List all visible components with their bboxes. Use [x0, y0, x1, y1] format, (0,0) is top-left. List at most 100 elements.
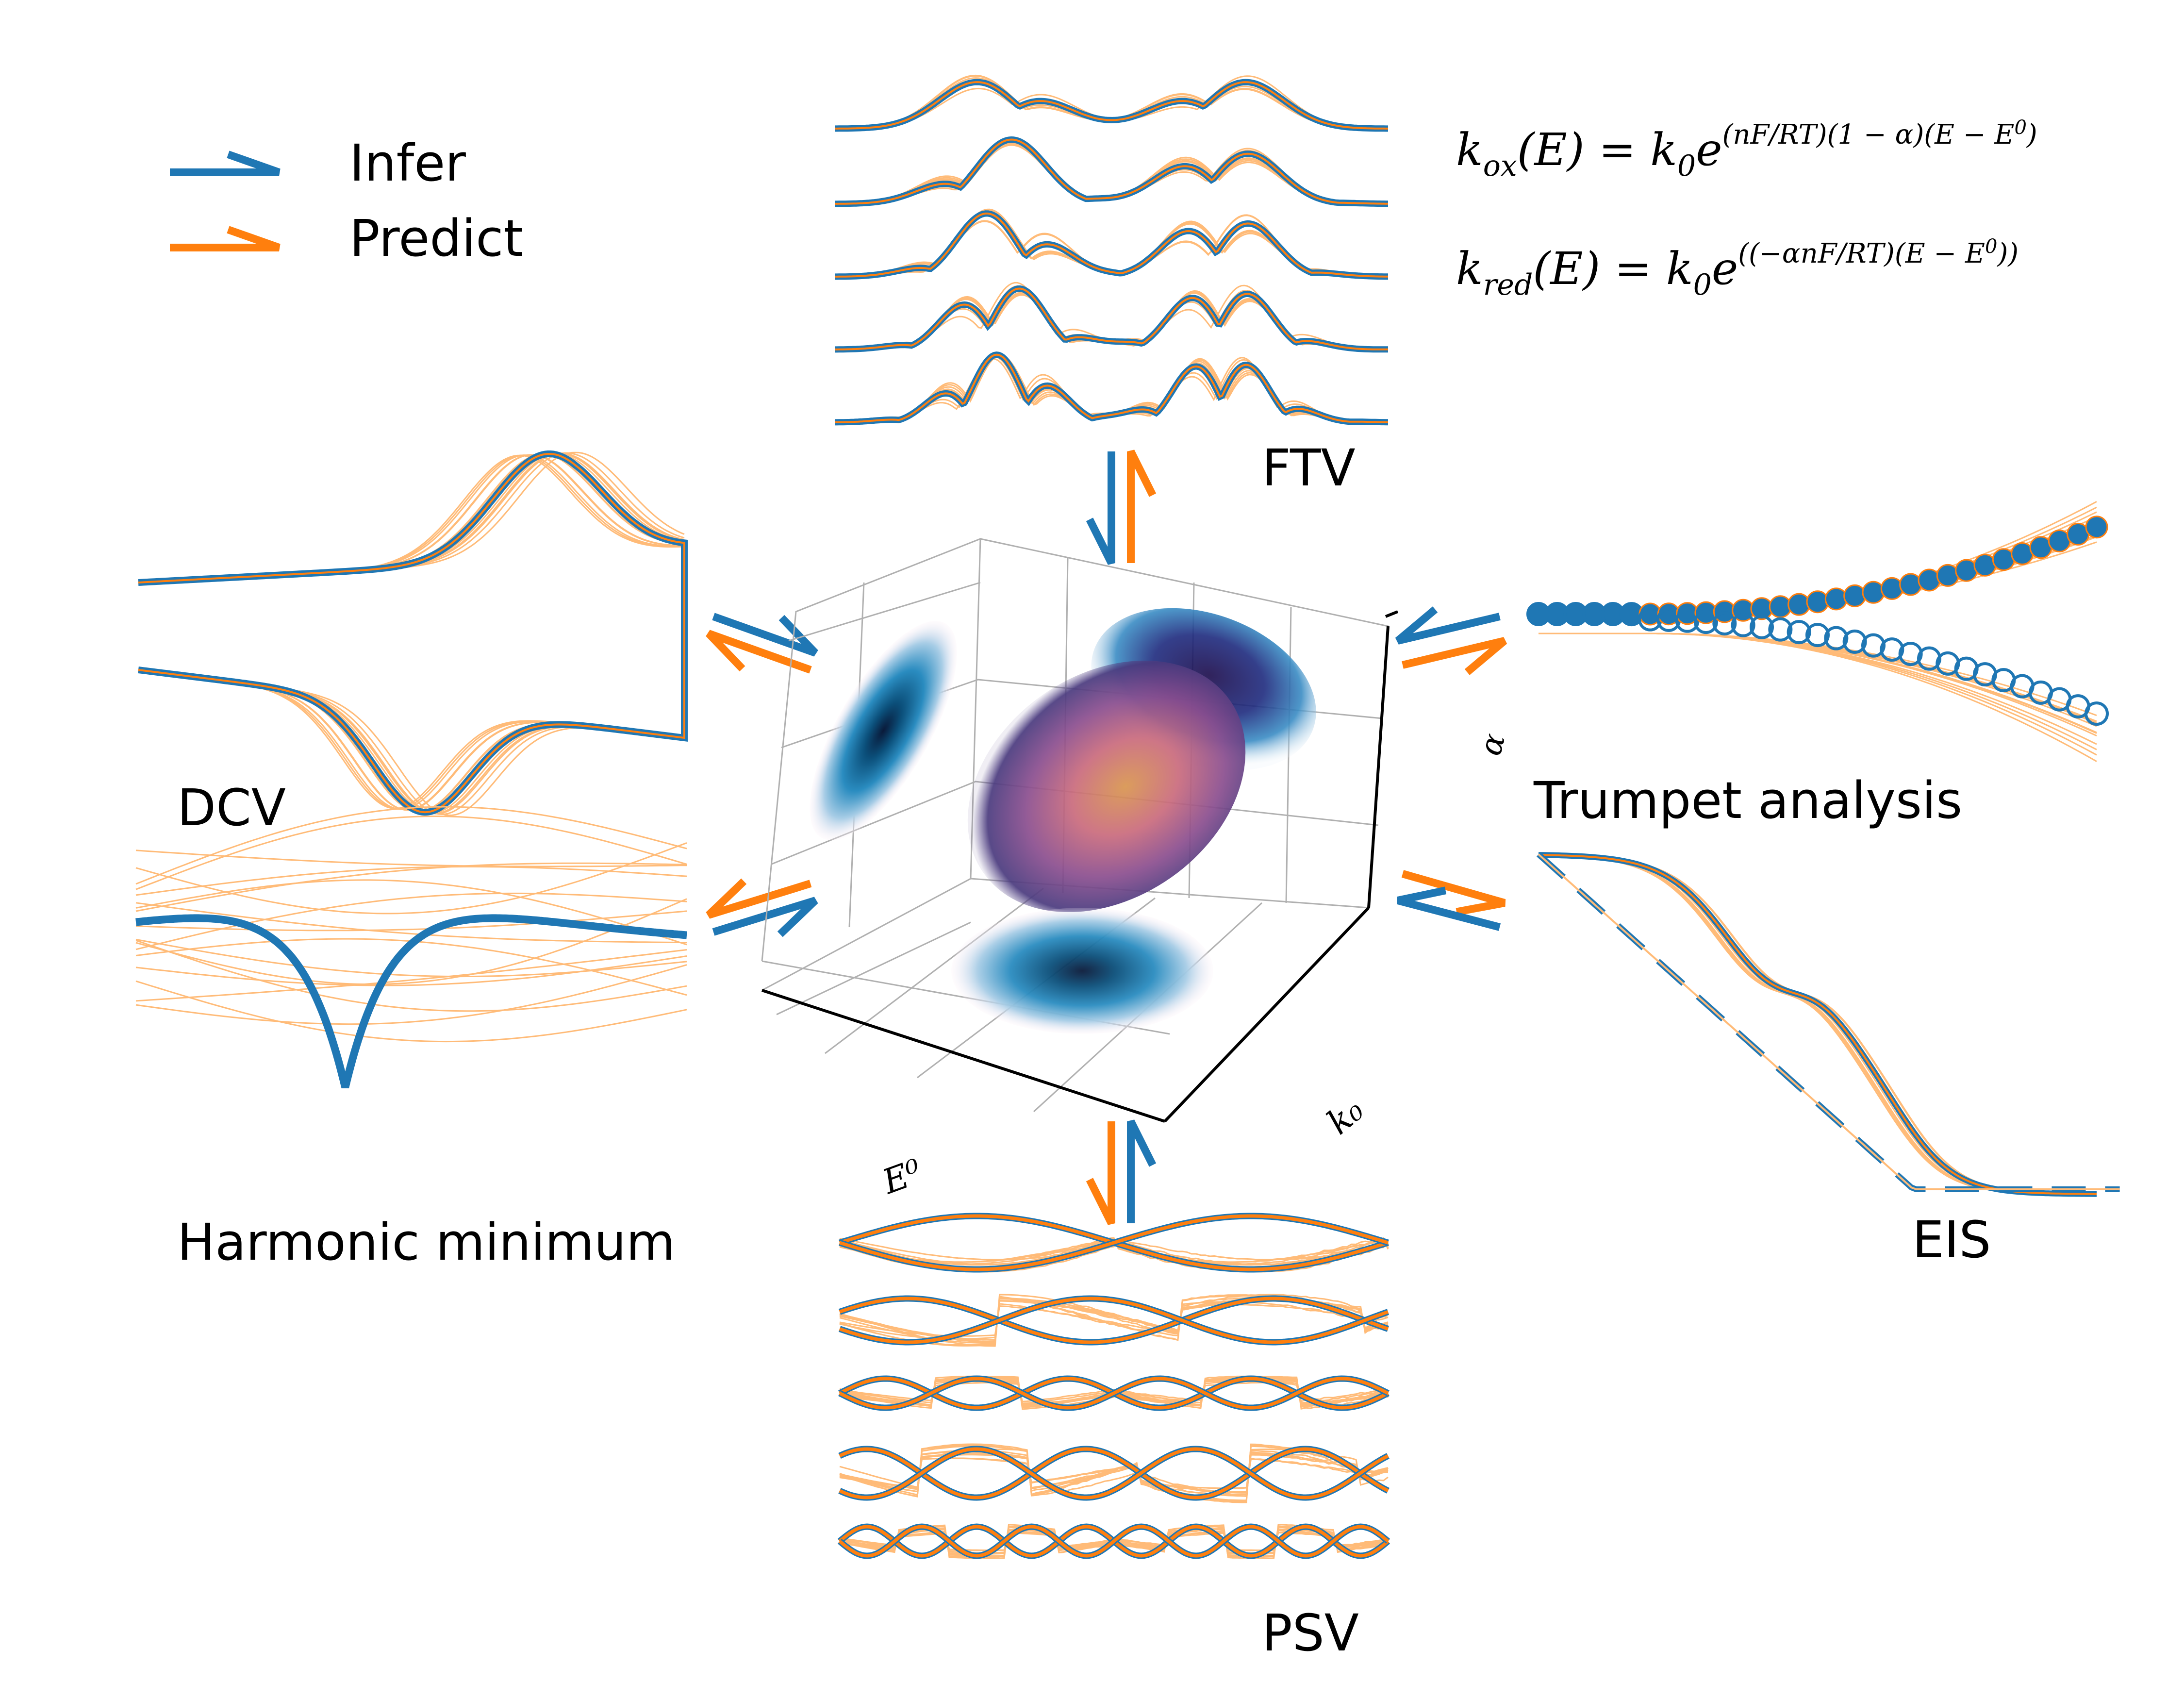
- psv-panel: [837, 1213, 1390, 1559]
- eis-predict-trace: [1538, 854, 2097, 1195]
- ftv-predict-arrow: [1127, 450, 1157, 563]
- trumpet-predict-trace: [1539, 633, 2097, 762]
- harmonic-label: Harmonic minimum: [177, 1213, 675, 1272]
- psv-predict-trace: [839, 1298, 1389, 1343]
- eis-predict-trace: [1538, 854, 2097, 1195]
- eis-predict-trace: [1538, 854, 2097, 1195]
- ftv-label: FTV: [1262, 438, 1356, 498]
- harmonic-predict-trace: [135, 949, 687, 1002]
- legend-infer-icon: [170, 150, 281, 176]
- psv-infer-arrow: [1127, 1119, 1157, 1223]
- harmonic-predict-trace: [135, 910, 687, 932]
- eis-predict-trace: [1538, 854, 2097, 1195]
- harmonic-infer-trace: [135, 914, 687, 1088]
- trumpet-reduction-point: [1787, 620, 1811, 645]
- equations: kox(E) = k0e(nF/RT)(1 − α)(E − E0) kred(…: [1456, 117, 2037, 302]
- trumpet-reduction-point: [1824, 626, 1849, 650]
- ftv-predict-trace: [835, 81, 1388, 130]
- psv-predict-trace: [839, 1297, 1389, 1344]
- dcv-predict-trace: [138, 453, 685, 814]
- harmonic-predict-arrow: [706, 878, 812, 919]
- dcv-infer-arrow: [712, 613, 818, 657]
- harmonic-predict-trace: [135, 879, 687, 946]
- harmonic-predict-trace: [135, 964, 687, 1025]
- eis-predict-trace: [1538, 854, 2097, 1195]
- psv-predict-trace: [839, 1297, 1389, 1344]
- ftv-predict-trace: [835, 138, 1388, 205]
- harmonic-predict-trace: [135, 892, 687, 950]
- trumpet-reduction-point: [1768, 617, 1793, 642]
- trumpet-oxidation-point: [2085, 516, 2108, 539]
- ftv-predict-trace: [835, 212, 1388, 278]
- legend-predict-icon: [170, 226, 281, 251]
- harmonic-predict-trace: [135, 850, 687, 867]
- flow-arrows: [706, 450, 1507, 1225]
- harmonic-predict-trace: [135, 939, 687, 1012]
- equation-k-red: kred(E) = k0e((−αnF/RT)(E − E0)): [1456, 235, 2019, 302]
- ftv-panel: [834, 74, 1389, 426]
- ftv-predict-trace: [835, 287, 1388, 350]
- eis-predict-trace: [1538, 854, 2097, 1195]
- trumpet-reduction-point: [2085, 701, 2109, 726]
- eis-predict-trace: [1538, 854, 2097, 1195]
- trumpet-reduction-point: [1750, 615, 1774, 639]
- eis-predict-trace: [1538, 854, 2097, 1195]
- ftv-infer-arrow: [1086, 451, 1115, 565]
- psv-predict-trace: [839, 1214, 1389, 1271]
- psv-infer-trace: [838, 1295, 1390, 1346]
- legend: Infer Predict: [170, 133, 523, 268]
- trumpet-oxidation-point: [1806, 590, 1829, 614]
- trumpet-oxidation-point: [1787, 593, 1811, 616]
- eis-predict-arrow: [1401, 870, 1506, 916]
- equation-k-ox: kox(E) = k0e(nF/RT)(1 − α)(E − E0): [1456, 117, 2037, 183]
- dcv-label: DCV: [177, 778, 286, 837]
- legend-infer-label: Infer: [349, 133, 466, 193]
- alpha-axis-label: α: [1473, 730, 1513, 759]
- harmonic-predict-trace: [135, 862, 687, 912]
- trumpet-reduction-point: [1805, 623, 1830, 648]
- legend-predict-label: Predict: [349, 209, 523, 268]
- psv-predict-trace: [839, 1447, 1389, 1499]
- trumpet-oxidation-point: [1936, 564, 1959, 587]
- eis-predict-trace: [1538, 854, 2097, 1195]
- harmonic-panel: [135, 806, 687, 1088]
- trumpet-reduction-point: [1712, 611, 1737, 636]
- eis-predict-trace: [1538, 854, 2097, 1195]
- trumpet-reduction-point: [1898, 642, 1923, 666]
- ftv-infer-trace: [835, 136, 1388, 207]
- trumpet-predict-arrow: [1402, 637, 1507, 675]
- trumpet-reduction-point: [1861, 633, 1886, 658]
- psv-predict-trace: [839, 1377, 1389, 1410]
- trumpet-oxidation-point: [1843, 584, 1867, 607]
- trumpet-reduction-point: [1731, 613, 1755, 637]
- harmonic-predict-trace: [135, 866, 687, 896]
- psv-predict-trace: [839, 1304, 1389, 1337]
- trumpet-reduction-point: [1880, 637, 1904, 662]
- dcv-predict-arrow: [706, 630, 812, 674]
- joint-posterior-blob: [967, 660, 1246, 913]
- eis-predict-trace: [1538, 854, 2097, 1195]
- eis-infer-arrow: [1396, 886, 1501, 931]
- harmonic-predict-trace: [135, 938, 687, 978]
- trumpet-panel: [1526, 500, 2109, 762]
- psv-label: PSV: [1262, 1603, 1359, 1663]
- trumpet-oxidation-point: [1824, 587, 1848, 611]
- harmonic-infer-arrow: [712, 897, 818, 937]
- k0-axis-label: k₀: [1319, 1090, 1371, 1142]
- psv-predict-trace: [839, 1300, 1389, 1341]
- dcv-panel: [138, 450, 688, 816]
- psv-predict-trace: [839, 1237, 1389, 1261]
- eis-label: EIS: [1912, 1210, 1991, 1269]
- harmonic-predict-trace: [135, 816, 687, 890]
- eis-predict-dashed-trace: [1538, 853, 2120, 1190]
- axis-lines: [761, 610, 1399, 1123]
- ftv-infer-trace: [835, 351, 1388, 426]
- ftv-infer-trace: [835, 79, 1388, 132]
- psv-infer-trace: [838, 1295, 1390, 1346]
- psv-predict-trace: [839, 1447, 1389, 1499]
- posterior-3d-plot: α k₀ E⁰: [761, 537, 1513, 1202]
- trumpet-oxidation-point: [1880, 577, 1903, 600]
- marginal-e0-k0-blob: [951, 908, 1213, 1034]
- trumpet-reduction-point: [1694, 610, 1718, 634]
